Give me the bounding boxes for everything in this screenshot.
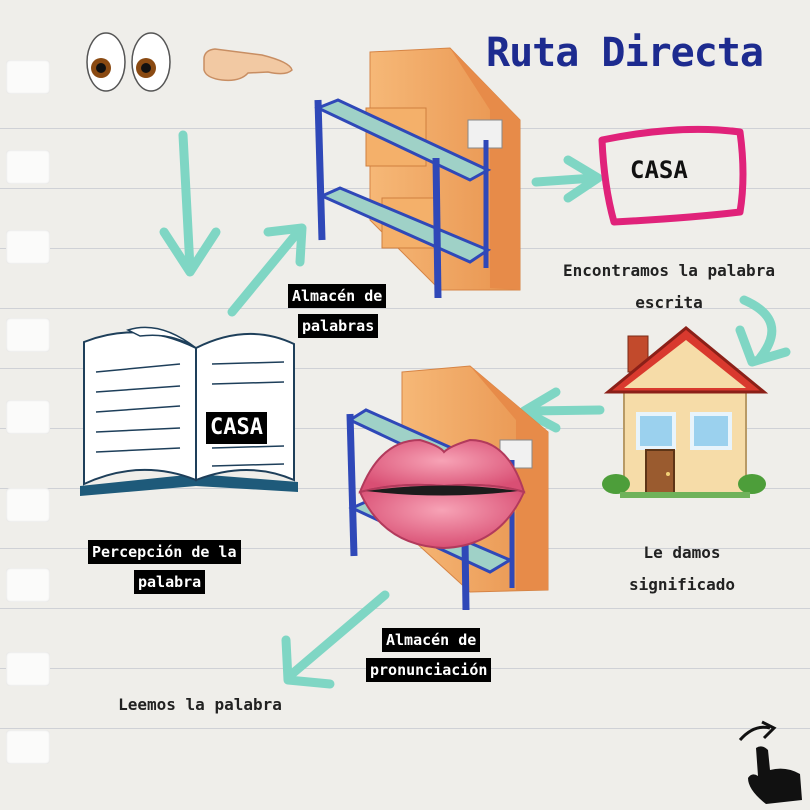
label-percepcion-1: Percepción de la <box>88 540 241 564</box>
binder-hole <box>6 150 50 184</box>
binder-hole <box>6 230 50 264</box>
sign-word: CASA <box>630 156 688 184</box>
lips-icon <box>358 438 526 550</box>
binder-hole <box>6 318 50 352</box>
hand-icon <box>203 48 293 82</box>
label-almacen-pron-2: pronunciación <box>366 658 492 682</box>
ruled-line <box>0 608 810 609</box>
book-word: CASA <box>206 412 267 444</box>
binder-hole <box>6 568 50 602</box>
ruled-line <box>0 308 810 309</box>
swipe-hand-icon <box>738 720 802 804</box>
binder-hole <box>6 60 50 94</box>
shelf-icon <box>314 47 521 299</box>
binder-hole <box>6 652 50 686</box>
page-title: Ruta Directa <box>486 30 764 76</box>
binder-hole <box>6 400 50 434</box>
ruled-line <box>0 368 810 369</box>
label-almacen-palabras-2: palabras <box>298 314 379 338</box>
label-leemos: Leemos la palabra <box>118 695 282 714</box>
house-icon <box>602 326 769 498</box>
label-almacen-palabras-1: Almacén de <box>288 284 387 308</box>
eyes-icon <box>86 32 171 92</box>
flow-arrows <box>159 130 791 689</box>
label-almacen-pron-1: Almacén de <box>382 628 481 652</box>
sign-frame <box>598 125 747 226</box>
binder-hole <box>6 488 50 522</box>
book-icon <box>80 326 298 496</box>
ruled-line <box>0 728 810 729</box>
label-encontramos-1: Encontramos la palabra <box>563 261 775 280</box>
label-percepcion-2: palabra <box>134 570 206 594</box>
ruled-line <box>0 548 810 549</box>
label-le-damos-2: significado <box>629 575 735 594</box>
label-le-damos-1: Le damos <box>643 543 721 562</box>
label-encontramos-2: escrita <box>635 293 703 312</box>
binder-hole <box>6 730 50 764</box>
